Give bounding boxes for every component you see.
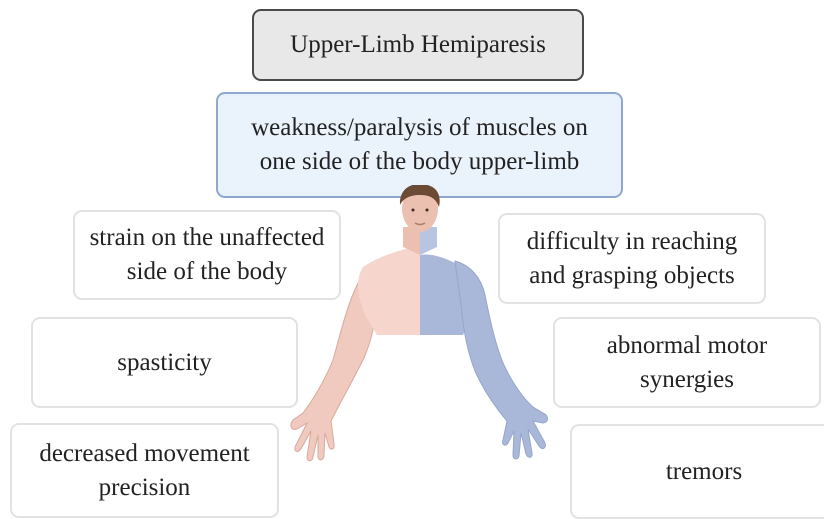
synergies-box: abnormal motor synergies [553, 317, 821, 408]
title-box: Upper-Limb Hemiparesis [252, 9, 584, 81]
definition-box: weakness/paralysis of muscles on one sid… [216, 92, 623, 198]
left-eye [412, 209, 415, 212]
tremors-box: tremors [570, 424, 824, 519]
strain-box: strain on the unaffected side of the bod… [73, 210, 341, 300]
spasticity-box: spasticity [31, 317, 298, 408]
reaching-box: difficulty in reaching and grasping obje… [498, 213, 766, 304]
right-eye [426, 209, 429, 212]
synergies-text: abnormal motor synergies [592, 329, 782, 397]
reaching-text: difficulty in reaching and grasping obje… [512, 225, 752, 293]
precision-text: decreased movement precision [27, 437, 262, 505]
spasticity-text: spasticity [117, 346, 211, 380]
strain-text: strain on the unaffected side of the bod… [82, 221, 332, 289]
definition-text: weakness/paralysis of muscles on one sid… [235, 111, 605, 179]
tremors-text: tremors [666, 455, 742, 489]
precision-box: decreased movement precision [10, 423, 279, 518]
title-text: Upper-Limb Hemiparesis [290, 28, 546, 62]
